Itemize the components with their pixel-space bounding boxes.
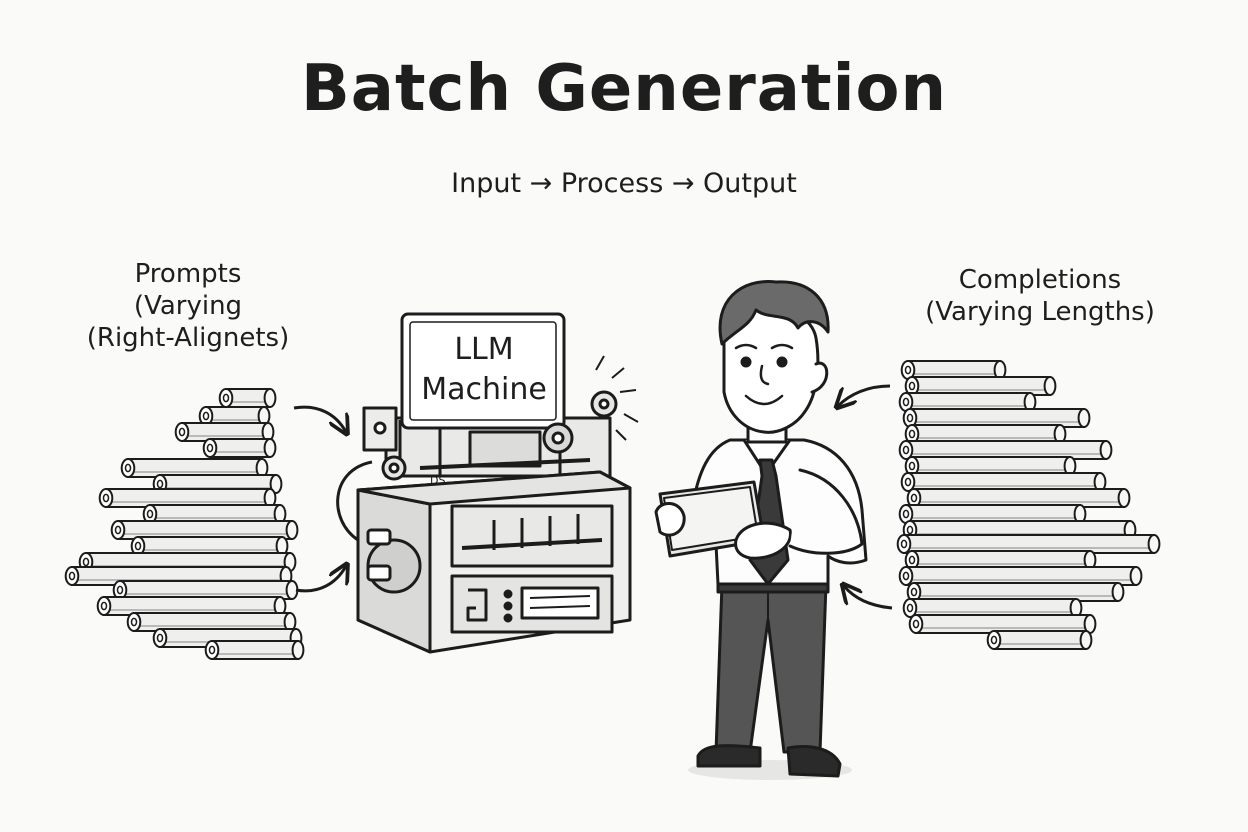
roll	[904, 456, 1077, 476]
flow-subtitle: Input → Process → Output	[451, 168, 797, 199]
roll	[902, 408, 1091, 428]
completions-label: Completions (Varying Lengths)	[880, 264, 1200, 328]
arrow-completions-to-person-upper	[838, 384, 891, 406]
roll	[130, 536, 289, 556]
roll	[900, 472, 1107, 492]
roll	[986, 630, 1093, 650]
completions-label-line: (Varying Lengths)	[925, 297, 1155, 327]
roll	[204, 640, 305, 660]
sparkle-lines	[595, 355, 639, 441]
prompts-label: Prompts (Varying (Right-Alignets)	[48, 258, 328, 354]
arrow-prompts-to-machine-upper	[293, 405, 346, 432]
gear-icon	[590, 390, 618, 418]
arrow-prompts-to-machine-lower	[295, 566, 346, 593]
roll	[904, 376, 1057, 396]
completions-label-line: Completions	[958, 265, 1122, 295]
roll	[120, 458, 269, 478]
roll	[142, 504, 287, 524]
completion-stack	[896, 360, 1161, 650]
roll	[896, 534, 1161, 554]
prompts-label-line: Prompts	[134, 259, 242, 289]
machine-screen-line: Machine	[421, 372, 547, 407]
roll	[198, 406, 271, 426]
roll	[908, 614, 1097, 634]
gear-icon	[381, 455, 407, 481]
roll	[174, 422, 275, 442]
machine-plate-text: DS	[430, 474, 445, 487]
roll	[898, 392, 1037, 412]
arrow-completions-to-person-lower	[844, 586, 893, 610]
llm-machine	[336, 312, 632, 654]
roll	[98, 488, 277, 508]
roll	[218, 388, 277, 408]
roll	[96, 596, 287, 616]
prompt-stack	[64, 388, 305, 660]
roll	[906, 488, 1131, 508]
page-title: Batch Generation	[300, 52, 948, 126]
machine-screen-text: LLM Machine	[404, 330, 564, 410]
roll	[202, 438, 277, 458]
prompts-label-line: (Varying	[133, 291, 243, 321]
machine-screen-line: LLM	[454, 332, 514, 367]
person	[654, 280, 868, 780]
gear-icon	[542, 422, 574, 454]
prompts-label-line: (Right-Alignets)	[86, 323, 290, 353]
